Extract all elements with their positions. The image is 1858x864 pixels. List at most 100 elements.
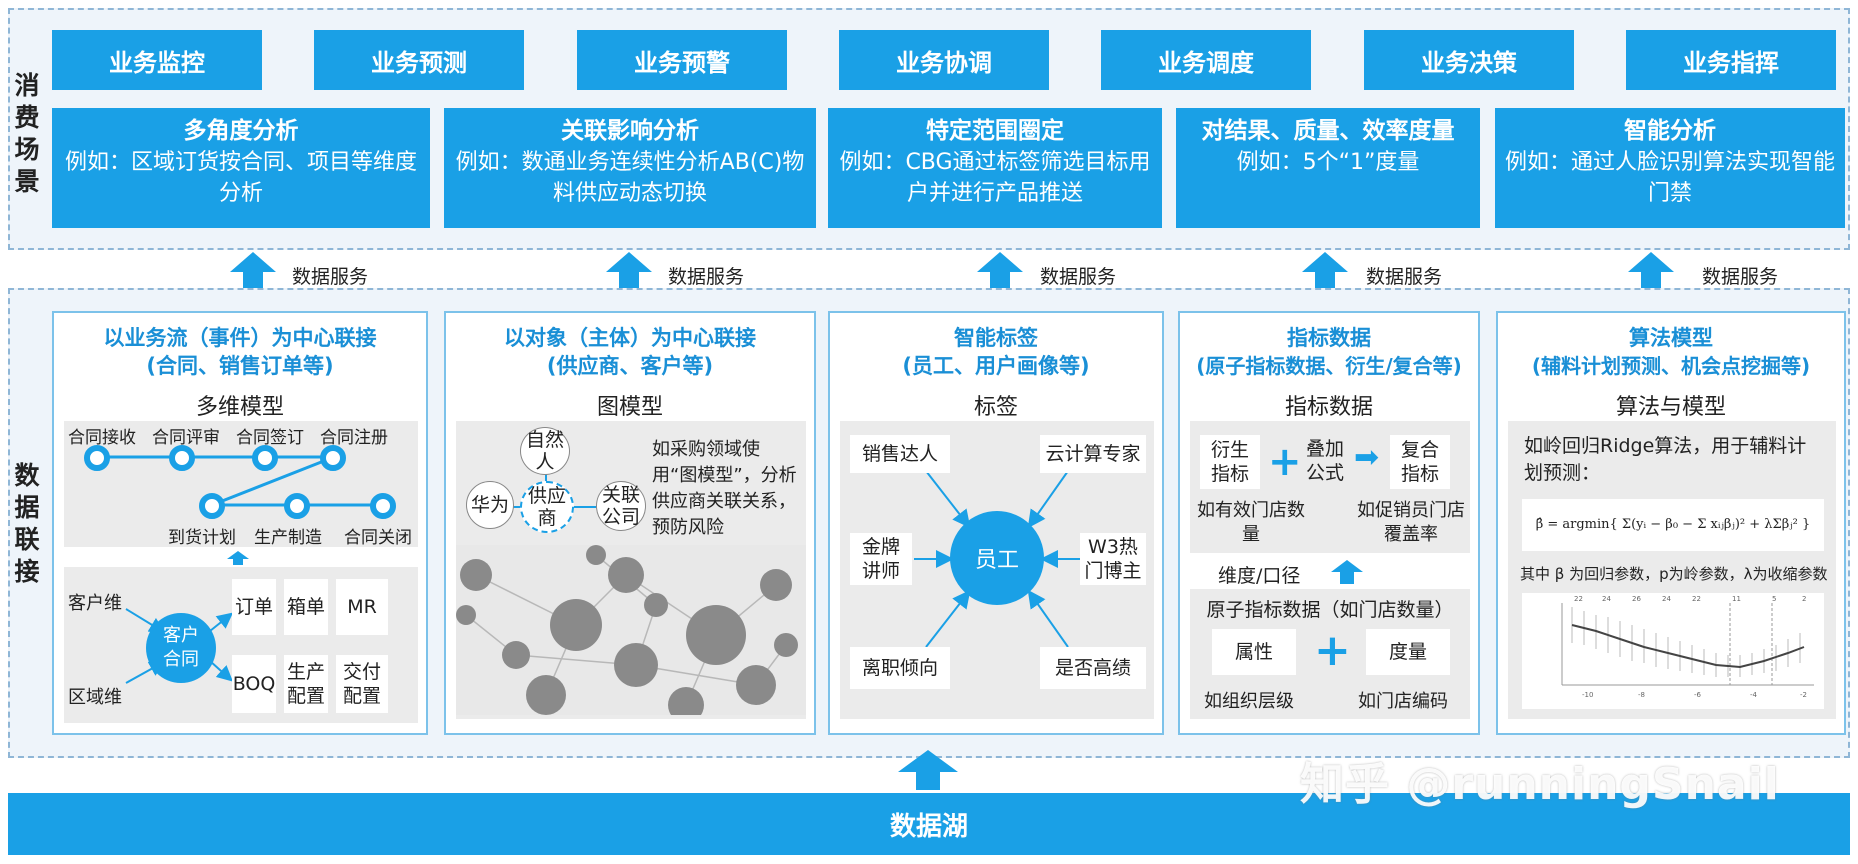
btn-dispatch[interactable]: 业务调度 — [1101, 30, 1311, 90]
flow-node — [199, 493, 225, 519]
model-name: 指标数据 — [1284, 395, 1373, 420]
scenario-desc: 例如：区域订货按合同、项目等维度分析 — [64, 150, 417, 206]
tag-cloud-expert: 云计算专家 — [1040, 435, 1146, 473]
btn-forecast[interactable]: 业务预测 — [314, 30, 524, 90]
up-arrow-icon — [1302, 252, 1348, 288]
up-arrow-icon — [898, 750, 958, 790]
watermark: 知乎 @runningSnail — [1300, 759, 1780, 810]
flow-node — [284, 493, 310, 519]
connection-side-label: 数据联接 — [14, 461, 40, 586]
model-name: 图模型 — [596, 395, 663, 420]
tag-sales-star: 销售达人 — [850, 435, 950, 473]
dim-customer: 客户维 — [68, 593, 122, 614]
metrics-bottom-panel: 原子指标数据（如门店数量） 属性 + 度量 如组织层级 如门店编码 — [1190, 589, 1470, 719]
svg-text:22: 22 — [1574, 595, 1583, 603]
item-mr: MR — [336, 579, 388, 635]
svg-text:11: 11 — [1732, 595, 1741, 603]
flow-node — [252, 445, 278, 471]
derived-example: 如有效门店数量 — [1197, 500, 1305, 545]
flow-step: 合同关闭 — [344, 528, 412, 548]
scenario-desc: 例如：5个“1”度量 — [1236, 150, 1420, 175]
col-title: 智能标签 — [954, 326, 1038, 350]
up-arrow-icon — [606, 252, 652, 288]
scenario-box-2: 关联影响分析 例如：数通业务连续性分析AB(C)物料供应动态切换 — [444, 108, 816, 228]
tag-resign-tendency: 离职倾向 — [850, 647, 950, 689]
btn-warning[interactable]: 业务预警 — [577, 30, 787, 90]
item-packing: 箱单 — [284, 579, 328, 635]
svg-text:2: 2 — [1802, 595, 1806, 603]
item-production-config: 生产配置 — [284, 655, 328, 713]
flow-panel: 合同接收 合同评审 合同签订 合同注册 到货计划 生产制造 合同关闭 — [64, 421, 418, 548]
svg-text:-2: -2 — [1800, 691, 1807, 699]
col-subtitle: (原子指标数据、衍生/复合等) — [1196, 354, 1462, 378]
dim-region: 区域维 — [68, 687, 122, 708]
composite-metric: 复合指标 — [1390, 435, 1450, 489]
measure-example: 如门店编码 — [1358, 691, 1448, 712]
btn-monitor[interactable]: 业务监控 — [52, 30, 262, 90]
dim-panel: 客户维 区域维 客户合同 订单 箱单 MR BOQ 生产配置 交付配置 — [64, 567, 418, 723]
data-lake: 数据湖 — [8, 793, 1850, 855]
col-algorithm: 算法模型 (辅料计划预测、机会点挖掘等) 算法与模型 如岭回归Ridge算法，用… — [1496, 311, 1846, 735]
col-smart-tags: 智能标签 (员工、用户画像等) 标签 销售达人 云计算专家 金牌讲师 W3热门博… — [828, 311, 1164, 735]
col-subtitle: (辅料计划预测、机会点挖掘等) — [1531, 354, 1811, 378]
col-title: 算法模型 — [1629, 326, 1713, 350]
scenario-title: 对结果、质量、效率度量 — [1201, 118, 1455, 144]
btn-command[interactable]: 业务指挥 — [1626, 30, 1836, 90]
flow-step: 合同注册 — [320, 428, 388, 448]
node-person: 自然人 — [520, 427, 570, 475]
scenario-box-3: 特定范围圈定 例如：CBG通过标签筛选目标用户并进行产品推送 — [828, 108, 1162, 228]
col-business-flow: 以业务流（事件）为中心联接 (合同、销售订单等) 多维模型 合同接收 合同评审 … — [52, 311, 428, 735]
col-title: 指标数据 — [1287, 326, 1371, 350]
svg-text:-10: -10 — [1582, 691, 1593, 699]
node-supplier: 供应商 — [520, 481, 574, 533]
data-service-label-2: 数据服务 — [668, 266, 745, 288]
up-arrow-icon — [1331, 560, 1363, 584]
up-arrow-icon — [977, 252, 1023, 288]
model-name: 多维模型 — [195, 395, 284, 420]
measure-box: 度量 — [1366, 629, 1450, 675]
flow-step: 到货计划 — [168, 528, 236, 548]
col-subtitle: (供应商、客户等) — [546, 354, 714, 378]
scenario-box-5: 智能分析 例如：通过人脸识别算法实现智能门禁 — [1495, 108, 1845, 228]
plus-icon: + — [1314, 625, 1351, 676]
model-name: 算法与模型 — [1615, 395, 1726, 420]
flow-step: 合同签订 — [236, 428, 304, 448]
col-subtitle: (员工、用户画像等) — [902, 354, 1090, 378]
overlay-formula: 叠加公式 — [1305, 438, 1344, 484]
btn-coordinate[interactable]: 业务协调 — [839, 30, 1049, 90]
data-service-label-1: 数据服务 — [292, 266, 369, 288]
svg-text:-4: -4 — [1750, 691, 1758, 699]
data-service-label-5: 数据服务 — [1702, 266, 1779, 288]
data-service-label-4: 数据服务 — [1366, 266, 1443, 288]
composite-example: 如促销员门店覆盖率 — [1357, 500, 1465, 545]
svg-text:26: 26 — [1632, 595, 1641, 603]
graph-panel: 自然人 华为 供应商 关联公司 如采购领域使用“图模型”，分析供应商关联关系，预… — [456, 421, 806, 719]
flow-node — [84, 445, 110, 471]
scenario-desc: 例如：通过人脸识别算法实现智能门禁 — [1504, 150, 1835, 206]
svg-text:-8: -8 — [1638, 691, 1645, 699]
up-arrow-icon — [227, 551, 249, 565]
attribute-example: 如组织层级 — [1204, 691, 1294, 712]
tag-high-performance: 是否高绩 — [1040, 647, 1146, 689]
svg-text:24: 24 — [1662, 595, 1671, 603]
right-arrow-icon: ➡ — [1354, 440, 1380, 475]
consumption-side-label: 消费场景 — [14, 71, 40, 196]
node-related-company: 关联公司 — [596, 481, 646, 531]
algorithm-desc: 如岭回归Ridge算法，用于辅料计划预测： — [1524, 435, 1807, 484]
col-metrics: 指标数据 (原子指标数据、衍生/复合等) 指标数据 衍生指标 + 叠加公式 ➡ … — [1178, 311, 1480, 735]
center-customer-contract: 客户合同 — [146, 613, 216, 683]
center-employee: 员工 — [950, 511, 1044, 605]
flow-step: 合同接收 — [68, 428, 136, 448]
col-title: 以业务流（事件）为中心联接 — [103, 326, 377, 350]
graph-desc: 如采购领域使用“图模型”，分析供应商关联关系，预防风险 — [652, 439, 797, 538]
plus-icon: + — [1268, 439, 1302, 485]
item-delivery-config: 交付配置 — [336, 655, 388, 713]
tag-arrows — [914, 470, 1080, 648]
scenario-box-4: 对结果、质量、效率度量 例如：5个“1”度量 — [1176, 108, 1480, 228]
flow-node — [169, 445, 195, 471]
scenario-box-1: 多角度分析 例如：区域订货按合同、项目等维度分析 — [52, 108, 430, 228]
btn-decision[interactable]: 业务决策 — [1364, 30, 1574, 90]
attribute-box: 属性 — [1212, 629, 1296, 675]
flow-node — [370, 493, 396, 519]
